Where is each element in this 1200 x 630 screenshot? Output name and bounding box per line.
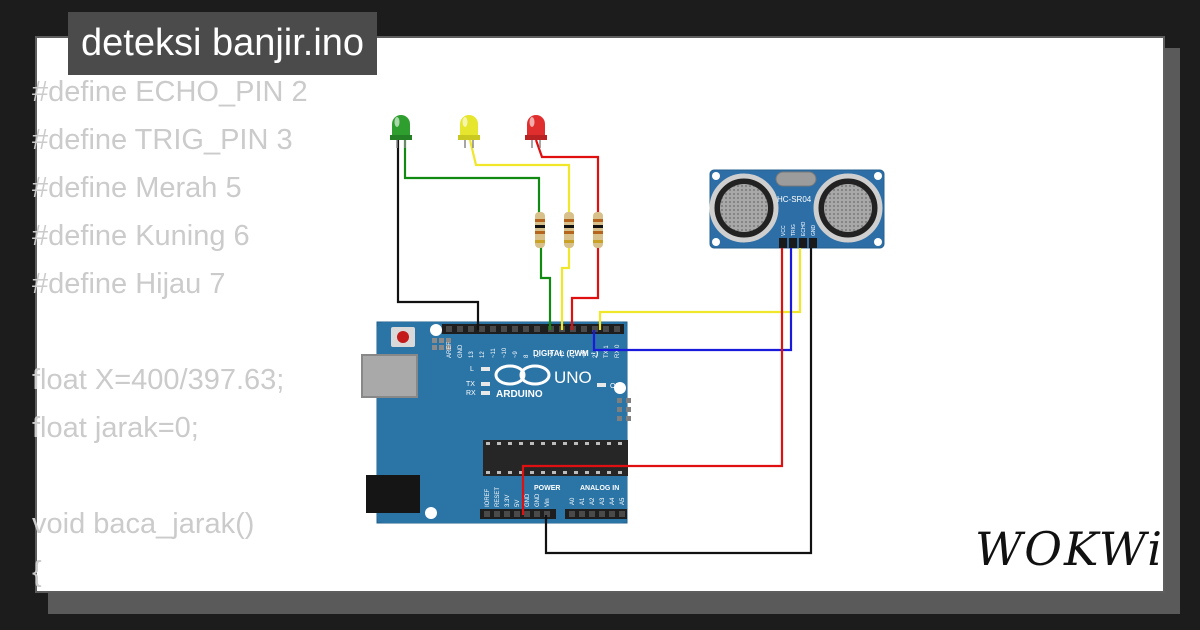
wire-red (534, 139, 600, 218)
pin-label: ECHO (801, 221, 807, 236)
pin-label: 4 (571, 354, 577, 358)
analog-pin-labels: A0 A1 A2 A3 A4 A5 (570, 497, 626, 505)
wire-green-2 (539, 246, 552, 330)
pin-label: VCC (781, 225, 787, 236)
code-line: #define ECHO_PIN 2 (32, 76, 308, 108)
pin-label: Vin (545, 498, 551, 507)
pin-label: ~6 (549, 350, 555, 358)
wokwi-logo: WOKWi (975, 522, 1164, 576)
board-model: UNO (554, 368, 592, 387)
pin-label: GND (458, 344, 464, 358)
arduino-uno-board[interactable]: DIGITAL (PWM ~) UNO ARDUINO L TX RX ON (361, 321, 631, 524)
code-line: #define Hijau 7 (32, 268, 226, 300)
pin-label: A0 (570, 497, 576, 505)
pin-label: RESET (495, 487, 501, 507)
pin-label: GND (811, 225, 817, 237)
pin-label: A1 (580, 497, 586, 505)
led-tx-label: TX (466, 381, 475, 388)
hc-sr04-sensor[interactable]: HC-SR04 VCC TRIG ECHO GND (709, 169, 885, 249)
code-line: #define TRIG_PIN 3 (32, 124, 293, 156)
pin-label: ~5 (560, 350, 566, 358)
pin-label: ~9 (513, 350, 519, 358)
power-jack (366, 475, 420, 513)
led-rx-label: RX (466, 390, 476, 397)
wire-black-gnd (396, 140, 480, 330)
pin-label: ~10 (502, 347, 508, 358)
pin-label: GND (535, 493, 541, 507)
code-line: #define Merah 5 (32, 172, 242, 204)
pin-label: TRIG (791, 224, 797, 236)
led-l-label: L (470, 366, 474, 373)
pin-label: 12 (480, 351, 486, 358)
pin-label: A4 (610, 497, 616, 505)
analog-header-label: ANALOG IN (580, 485, 619, 492)
resistor-2[interactable] (564, 212, 574, 248)
sensor-pin-labels: VCC TRIG ECHO GND (781, 221, 817, 236)
arduino-logo (494, 364, 551, 386)
board-brand: ARDUINO (496, 389, 543, 400)
code-line: void baca_jarak() (32, 508, 255, 540)
pin-label: ~11 (491, 348, 497, 358)
pin-label: TX 1 (604, 345, 610, 358)
pin-label: 3.3V (505, 495, 511, 507)
code-preview: #define ECHO_PIN 2 #define TRIG_PIN 3 #def… (32, 68, 308, 596)
pin-label: 2 (593, 354, 599, 358)
digital-header-label: DIGITAL (PWM ~) (533, 349, 599, 358)
green-led[interactable] (390, 115, 412, 148)
code-line: { (32, 556, 42, 588)
pin-label: 7 (535, 354, 541, 358)
power-pin-labels: IOREF RESET 3.3V 5V GND GND Vin (485, 487, 551, 507)
led-on-label: ON (610, 383, 621, 390)
wire-green (403, 140, 541, 218)
wire-red-vcc (521, 248, 784, 515)
pin-label: A5 (620, 497, 626, 505)
wire-black-sensor-gnd (544, 248, 813, 555)
atmega-chip (483, 440, 628, 476)
wire-red-2 (570, 246, 600, 330)
wire-yellow-trig (598, 248, 802, 330)
pin-label: IOREF (485, 488, 491, 507)
power-header-label: POWER (534, 485, 560, 492)
pin-label: ~3 (582, 350, 588, 358)
pin-label: 8 (524, 354, 530, 358)
pin-label: A3 (600, 497, 606, 505)
project-title: deteksi banjir.ino (68, 12, 378, 75)
code-line: float jarak=0; (32, 412, 199, 444)
red-led[interactable] (525, 115, 547, 148)
resistor-1[interactable] (535, 212, 545, 248)
code-line: float X=400/397.63; (32, 364, 285, 396)
resistor-3[interactable] (593, 212, 603, 248)
wire-yellow (468, 139, 571, 218)
pin-label: 5V (515, 500, 521, 507)
wires (396, 139, 813, 555)
code-line: #define Kuning 6 (32, 220, 250, 252)
usb-connector (361, 354, 418, 398)
pin-label: 13 (469, 351, 475, 358)
pin-label: GND (525, 493, 531, 507)
pin-label: A2 (590, 497, 596, 505)
sensor-name: HC-SR04 (777, 195, 812, 204)
pin-label: AREF (447, 342, 453, 358)
wire-yellow-2 (560, 246, 571, 330)
yellow-led[interactable] (458, 115, 480, 148)
wire-blue-echo (592, 248, 793, 352)
